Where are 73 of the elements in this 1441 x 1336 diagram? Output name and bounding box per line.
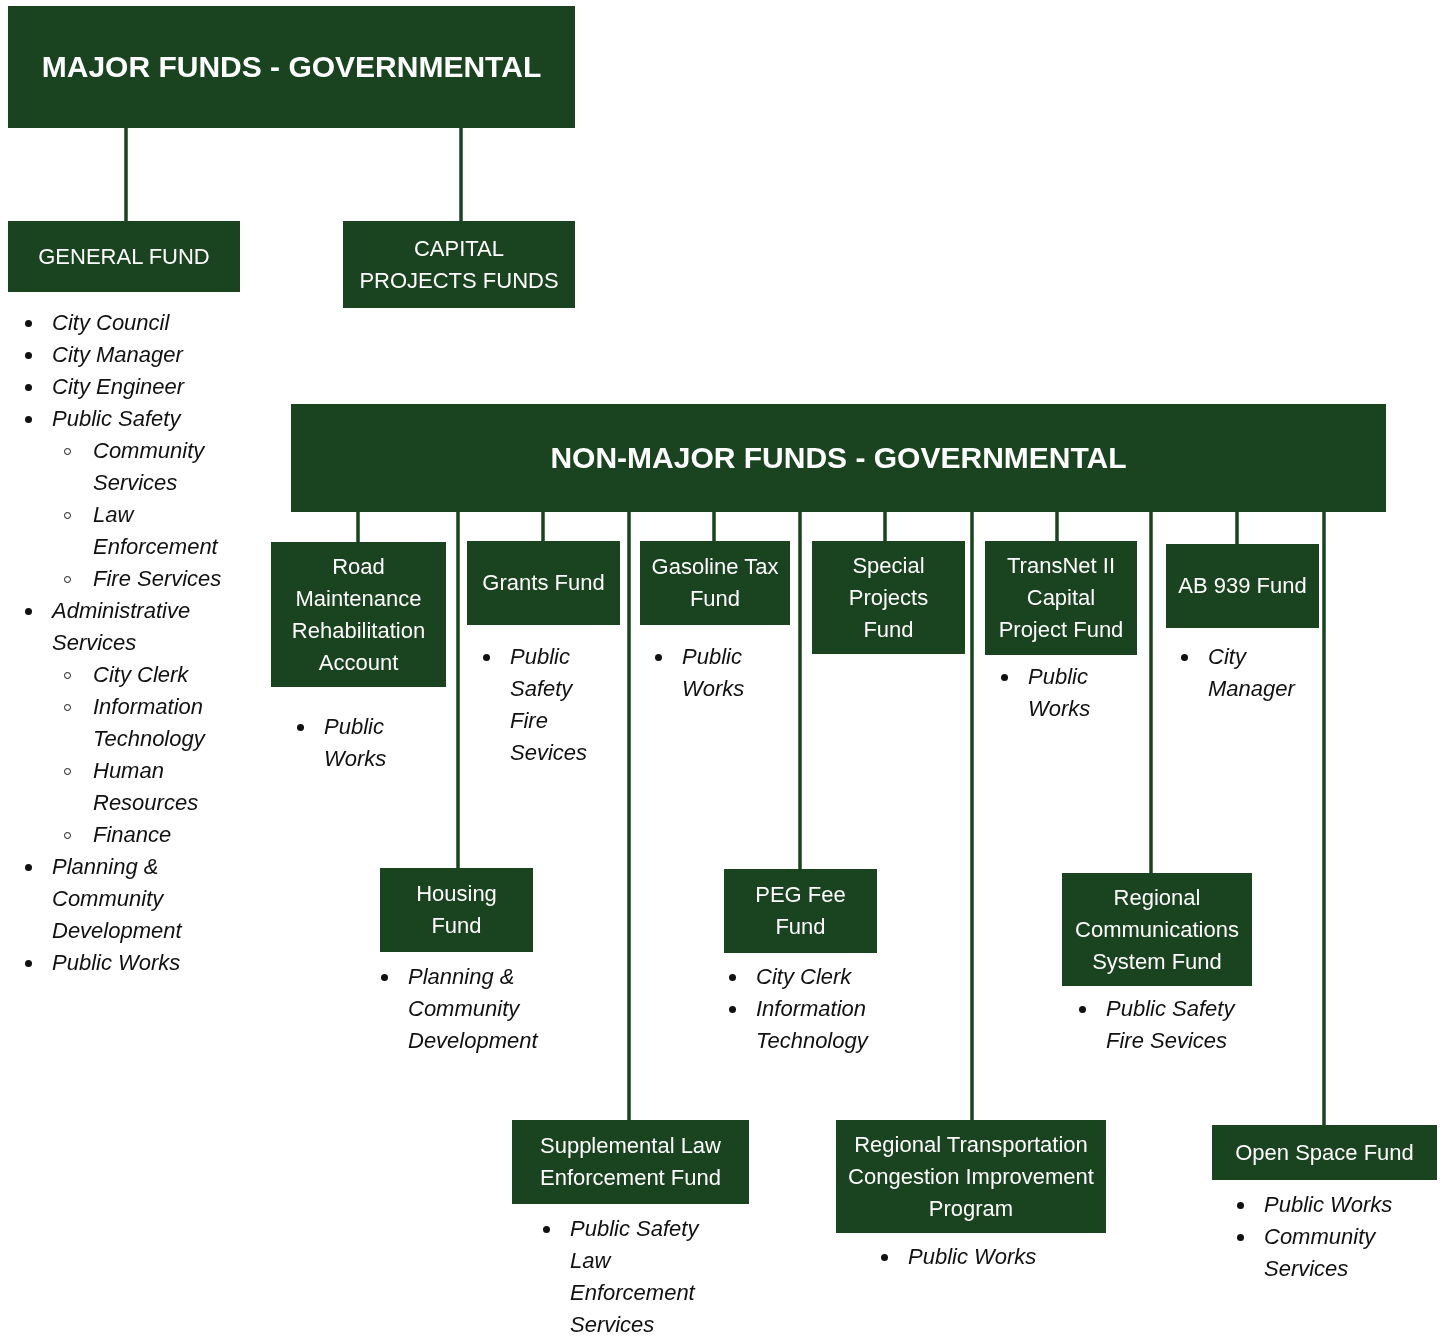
- department-name: Public Works: [324, 713, 388, 773]
- department-name: Community Services: [93, 437, 206, 497]
- connector-line: [712, 512, 716, 541]
- fund-box: [271, 542, 446, 687]
- department-name: Planning & Community Development: [52, 853, 184, 945]
- department-name: Administrative Services: [52, 597, 192, 657]
- fund-box: [380, 868, 533, 952]
- fund-name: Road Maintenance Rehabilitation Account: [290, 552, 427, 677]
- department-name: Public Safety Fire Sevices: [510, 643, 589, 767]
- fund-name: Housing Fund: [415, 880, 498, 940]
- heading-text: NON-MAJOR FUNDS - GOVERNMENTAL: [550, 440, 1127, 476]
- fund-box: [836, 1120, 1106, 1233]
- fund-name: Supplemental Law Enforcement Fund: [539, 1132, 722, 1192]
- fund-name: Gasoline Tax Fund: [650, 553, 780, 613]
- department-name: City Clerk: [756, 963, 853, 991]
- department-name: City Manager: [1208, 643, 1297, 703]
- fund-name: TransNet II Capital Project Fund: [997, 552, 1125, 644]
- fund-name: AB 939 Fund: [1178, 572, 1307, 600]
- fund-name: Open Space Fund: [1235, 1138, 1414, 1167]
- connector-line: [356, 512, 360, 542]
- connector-line: [1149, 512, 1153, 873]
- connector-line: [1235, 512, 1239, 544]
- department-name: Law Enforcement: [93, 501, 220, 561]
- fund-name: Grants Fund: [482, 569, 605, 597]
- fund-name: Regional Communications System Fund: [1074, 883, 1240, 976]
- department-name: Public Works: [1028, 663, 1092, 723]
- department-name: City Council: [52, 309, 171, 337]
- connector-line: [970, 512, 974, 1120]
- fund-name: CAPITAL PROJECTS FUNDS: [358, 234, 560, 295]
- fund-box: [1212, 1125, 1437, 1180]
- connector-line: [124, 128, 128, 221]
- fund-box: [812, 541, 965, 654]
- heading-text: MAJOR FUNDS - GOVERNMENTAL: [41, 49, 542, 85]
- fund-box: [512, 1120, 749, 1204]
- department-name: Planning & Community Development: [408, 963, 540, 1055]
- fund-box: [1166, 544, 1319, 628]
- department-name: Public Works: [52, 949, 182, 977]
- department-name: Public Works: [1264, 1191, 1394, 1219]
- fund-box: [1062, 873, 1252, 986]
- department-name: Information Technology: [93, 693, 207, 753]
- fund-name: PEG Fee Fund: [754, 881, 847, 941]
- connector-line: [541, 512, 545, 541]
- fund-box: [467, 541, 620, 625]
- connector-line: [798, 512, 802, 869]
- department-name: Public Works: [682, 643, 746, 703]
- fund-name: Special Projects Fund: [847, 551, 930, 644]
- connector-line: [459, 128, 463, 221]
- department-name: Fire Services: [93, 565, 223, 593]
- department-name: Finance: [93, 821, 173, 849]
- department-name: Human Resources: [93, 757, 200, 817]
- department-name: Public Safety Fire Sevices: [1106, 995, 1237, 1055]
- connector-line: [1322, 512, 1326, 1125]
- department-name: Public Safety: [52, 405, 183, 433]
- department-name: Public Works: [908, 1243, 1038, 1271]
- department-name: City Engineer: [52, 373, 186, 401]
- fund-box: [343, 221, 575, 308]
- department-name: Information Technology: [756, 995, 870, 1055]
- department-name: City Manager: [52, 341, 185, 369]
- connector-line: [627, 512, 631, 1120]
- fund-box: [640, 541, 790, 625]
- department-name: Public Safety Law Enforcement Services: [570, 1215, 701, 1336]
- fund-name: GENERAL FUND: [38, 242, 210, 271]
- connector-line: [883, 512, 887, 541]
- fund-box: [8, 221, 240, 292]
- connector-line: [456, 512, 460, 868]
- fund-box: [985, 541, 1137, 655]
- heading-box: [8, 6, 575, 128]
- fund-box: [724, 869, 877, 953]
- department-name: City Clerk: [93, 661, 190, 689]
- fund-name: Regional Transportation Congestion Improvement Program: [847, 1130, 1095, 1223]
- connector-line: [1055, 512, 1059, 541]
- heading-box: [291, 404, 1386, 512]
- department-name: Community Services: [1264, 1223, 1377, 1283]
